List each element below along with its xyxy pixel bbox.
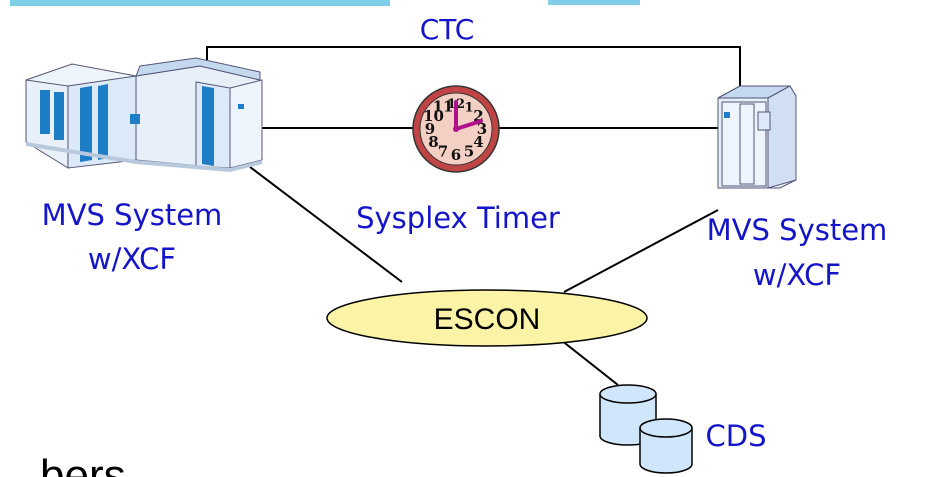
clock-numeral: 9	[425, 120, 435, 138]
clock-icon: 121234567891011	[412, 85, 500, 173]
mainframe-icon	[25, 57, 263, 172]
escon-link-left	[249, 166, 403, 283]
top-cut-heading	[10, 0, 640, 6]
escon-node	[326, 289, 648, 347]
escon-link-cds	[560, 339, 619, 386]
disk-icon	[599, 384, 693, 474]
system-left-label-line1: MVS System	[42, 198, 223, 232]
escon-label: ESCON	[434, 303, 541, 336]
clock-numeral: 1	[464, 101, 473, 116]
clock-numeral: 10	[423, 107, 444, 125]
clock-numeral: 7	[438, 143, 448, 161]
connections	[206, 46, 741, 386]
ctc-label: CTC	[420, 13, 475, 46]
system-left-label-line2: w/XCF	[88, 242, 176, 276]
clock-numeral: 8	[428, 133, 438, 151]
escon-link-right	[563, 209, 719, 293]
clock-numeral: 4	[473, 133, 483, 151]
bottom-partial-text: bers	[40, 451, 126, 477]
clock-numeral: 6	[451, 146, 461, 164]
clock-minute-hand	[454, 119, 483, 131]
server-icon	[717, 85, 797, 189]
clock-numeral: 2	[473, 107, 483, 125]
clock-numeral: 11	[433, 98, 454, 116]
system-right-label-line1: MVS System	[707, 213, 888, 247]
cds-label: CDS	[706, 419, 767, 453]
timer-label: Sysplex Timer	[356, 201, 560, 235]
system-right-label-line2: w/XCF	[753, 258, 841, 292]
clock-numeral: 3	[477, 120, 487, 138]
clock-numeral: 5	[464, 143, 474, 161]
